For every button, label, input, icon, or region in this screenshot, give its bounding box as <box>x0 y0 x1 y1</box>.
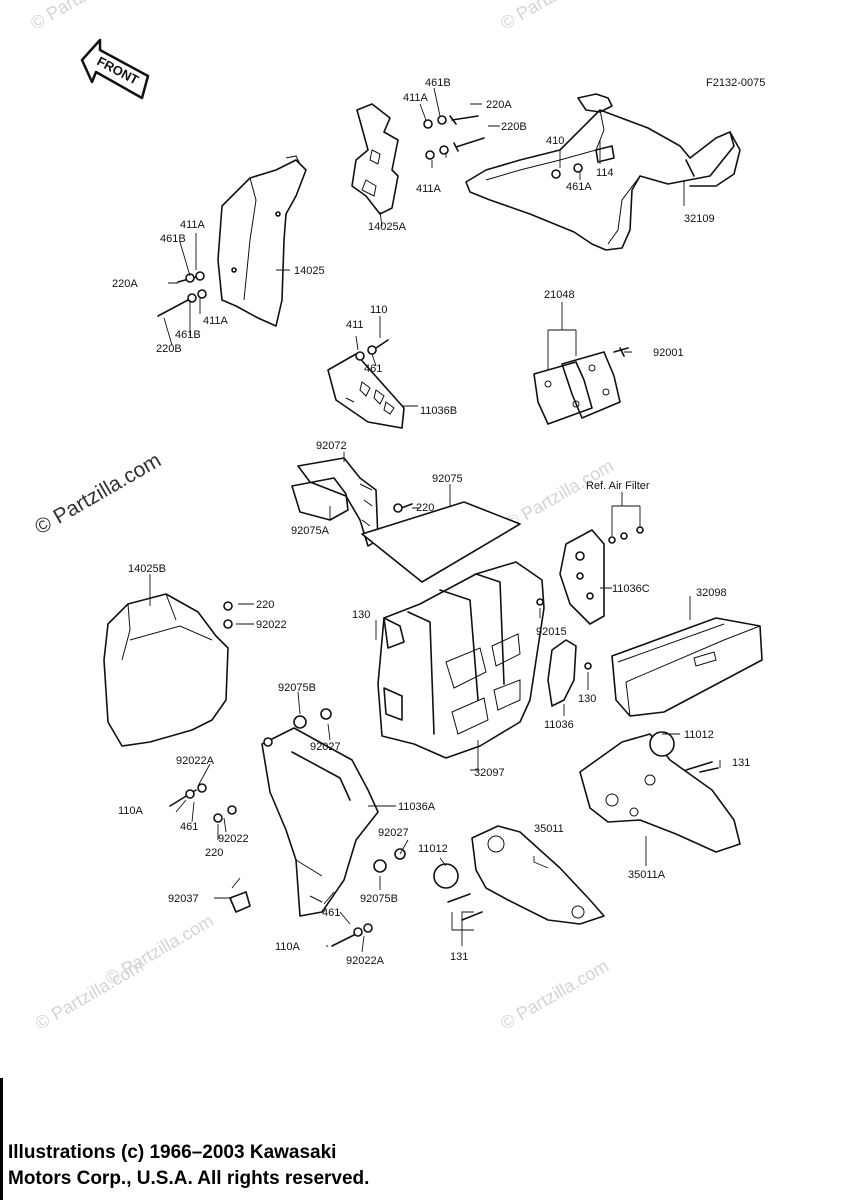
faint-watermarks: © Partzilla.com © Partzilla.com © Partzi… <box>27 0 617 1033</box>
label-220A-top: 220A <box>486 99 512 111</box>
label-410: 410 <box>546 135 564 147</box>
tray-32098 <box>611 617 763 717</box>
label-411A-left: 411A <box>180 219 206 231</box>
label-21048: 21048 <box>544 289 575 301</box>
label-14025B: 14025B <box>128 563 166 575</box>
label-92022A: 92022A <box>176 755 215 767</box>
label-220B-top: 220B <box>501 121 527 133</box>
watermark-main: © Partzilla.com <box>31 449 165 540</box>
label-92027: 92027 <box>310 741 341 753</box>
label-92022A-b: 92022A <box>346 955 385 967</box>
clip-92037 <box>229 891 251 913</box>
label-220B-left: 220B <box>156 343 182 355</box>
label-92075: 92075 <box>432 473 463 485</box>
label-220A-left: 220A <box>112 278 138 290</box>
label-131-b: 131 <box>450 951 468 963</box>
label-92022-b: 92022 <box>218 833 249 845</box>
diagram-code: F2132-0075 <box>706 77 765 89</box>
label-461: 461 <box>364 363 382 375</box>
bracket-35011A <box>579 731 741 853</box>
bracket-35011 <box>433 825 605 925</box>
label-11036: 11036 <box>544 719 574 731</box>
label-131: 131 <box>732 757 750 769</box>
bolts-left-14025 <box>157 271 207 317</box>
label-130-left: 130 <box>352 609 370 621</box>
label-11012-b: 11012 <box>418 843 448 855</box>
label-92075B-b: 92075B <box>360 893 398 905</box>
label-461B-left2: 461B <box>175 329 201 341</box>
label-11036B: 11036B <box>420 405 457 417</box>
label-110: 110 <box>370 304 388 316</box>
bolts-11036A <box>169 783 373 947</box>
label-411A-top: 411A <box>403 92 429 104</box>
label-14025: 14025 <box>294 265 325 277</box>
label-14025A: 14025A <box>368 221 407 233</box>
cover-14025B <box>103 593 229 747</box>
label-92075B: 92075B <box>278 682 316 694</box>
handle-32109 <box>465 93 741 251</box>
copyright-line-1: Illustrations (c) 1966–2003 Kawasaki <box>8 1142 337 1163</box>
label-92072: 92072 <box>316 440 347 452</box>
label-411: 411 <box>346 319 364 331</box>
label-32109: 32109 <box>684 213 715 225</box>
label-92037: 92037 <box>168 893 199 905</box>
label-220-b: 220 <box>256 599 274 611</box>
label-411A-mid: 411A <box>416 183 442 195</box>
part-labels: 461B 411A 220A 220B 411A 410 114 461A 32… <box>112 77 750 967</box>
cover-14025 <box>217 155 307 327</box>
bracket-11036C <box>536 526 644 625</box>
label-11012: 11012 <box>684 729 714 741</box>
bracket-11036B <box>327 339 405 429</box>
label-114: 114 <box>596 167 614 179</box>
label-92015: 92015 <box>536 626 567 638</box>
gasket-21048 <box>533 347 629 425</box>
bracket-11036A <box>261 708 406 917</box>
front-arrow: FRONT <box>80 38 150 100</box>
label-461B-left: 461B <box>160 233 186 245</box>
label-ref-air-filter: Ref. Air Filter <box>586 480 650 492</box>
front-arrow-shape <box>80 38 150 100</box>
label-92027-b: 92027 <box>378 827 409 839</box>
label-110A-b: 110A <box>275 941 301 953</box>
watermark-lower-mid: © Partzilla.com <box>102 910 217 988</box>
label-92075A: 92075A <box>291 525 330 537</box>
watermark-mid-right: © Partzilla.com <box>502 455 617 533</box>
left-edge-bar <box>0 1078 3 1200</box>
watermark-bottom-right: © Partzilla.com <box>497 955 612 1033</box>
label-461-b: 461 <box>180 821 198 833</box>
copyright-line-2: Motors Corp., U.S.A. All rights reserved… <box>8 1168 370 1189</box>
bracket-11036 <box>547 639 592 707</box>
label-92022: 92022 <box>256 619 287 631</box>
bracket-14025A <box>351 103 399 215</box>
label-11036C: 11036C <box>612 583 650 595</box>
label-461B-top: 461B <box>425 77 451 89</box>
label-461A: 461A <box>566 181 592 193</box>
label-461-c: 461 <box>322 907 340 919</box>
leader-lines <box>149 87 721 953</box>
label-32097: 32097 <box>474 767 505 779</box>
bolts-top <box>423 115 485 160</box>
watermark-top-right: © Partzilla.com <box>497 0 612 33</box>
case-32097 <box>377 561 545 759</box>
label-35011A: 35011A <box>628 869 666 881</box>
watermark-top-left: © Partzilla.com <box>27 0 142 33</box>
label-92001: 92001 <box>653 347 684 359</box>
label-130-right: 130 <box>578 693 596 705</box>
label-220-c: 220 <box>205 847 223 859</box>
label-411A-left2: 411A <box>203 315 229 327</box>
label-220: 220 <box>416 502 434 514</box>
label-11036A: 11036A <box>398 801 436 813</box>
label-35011: 35011 <box>534 823 564 835</box>
pad-92075 <box>361 501 521 583</box>
bolts-14025B <box>223 601 233 629</box>
label-32098: 32098 <box>696 587 727 599</box>
label-110A: 110A <box>118 805 144 817</box>
